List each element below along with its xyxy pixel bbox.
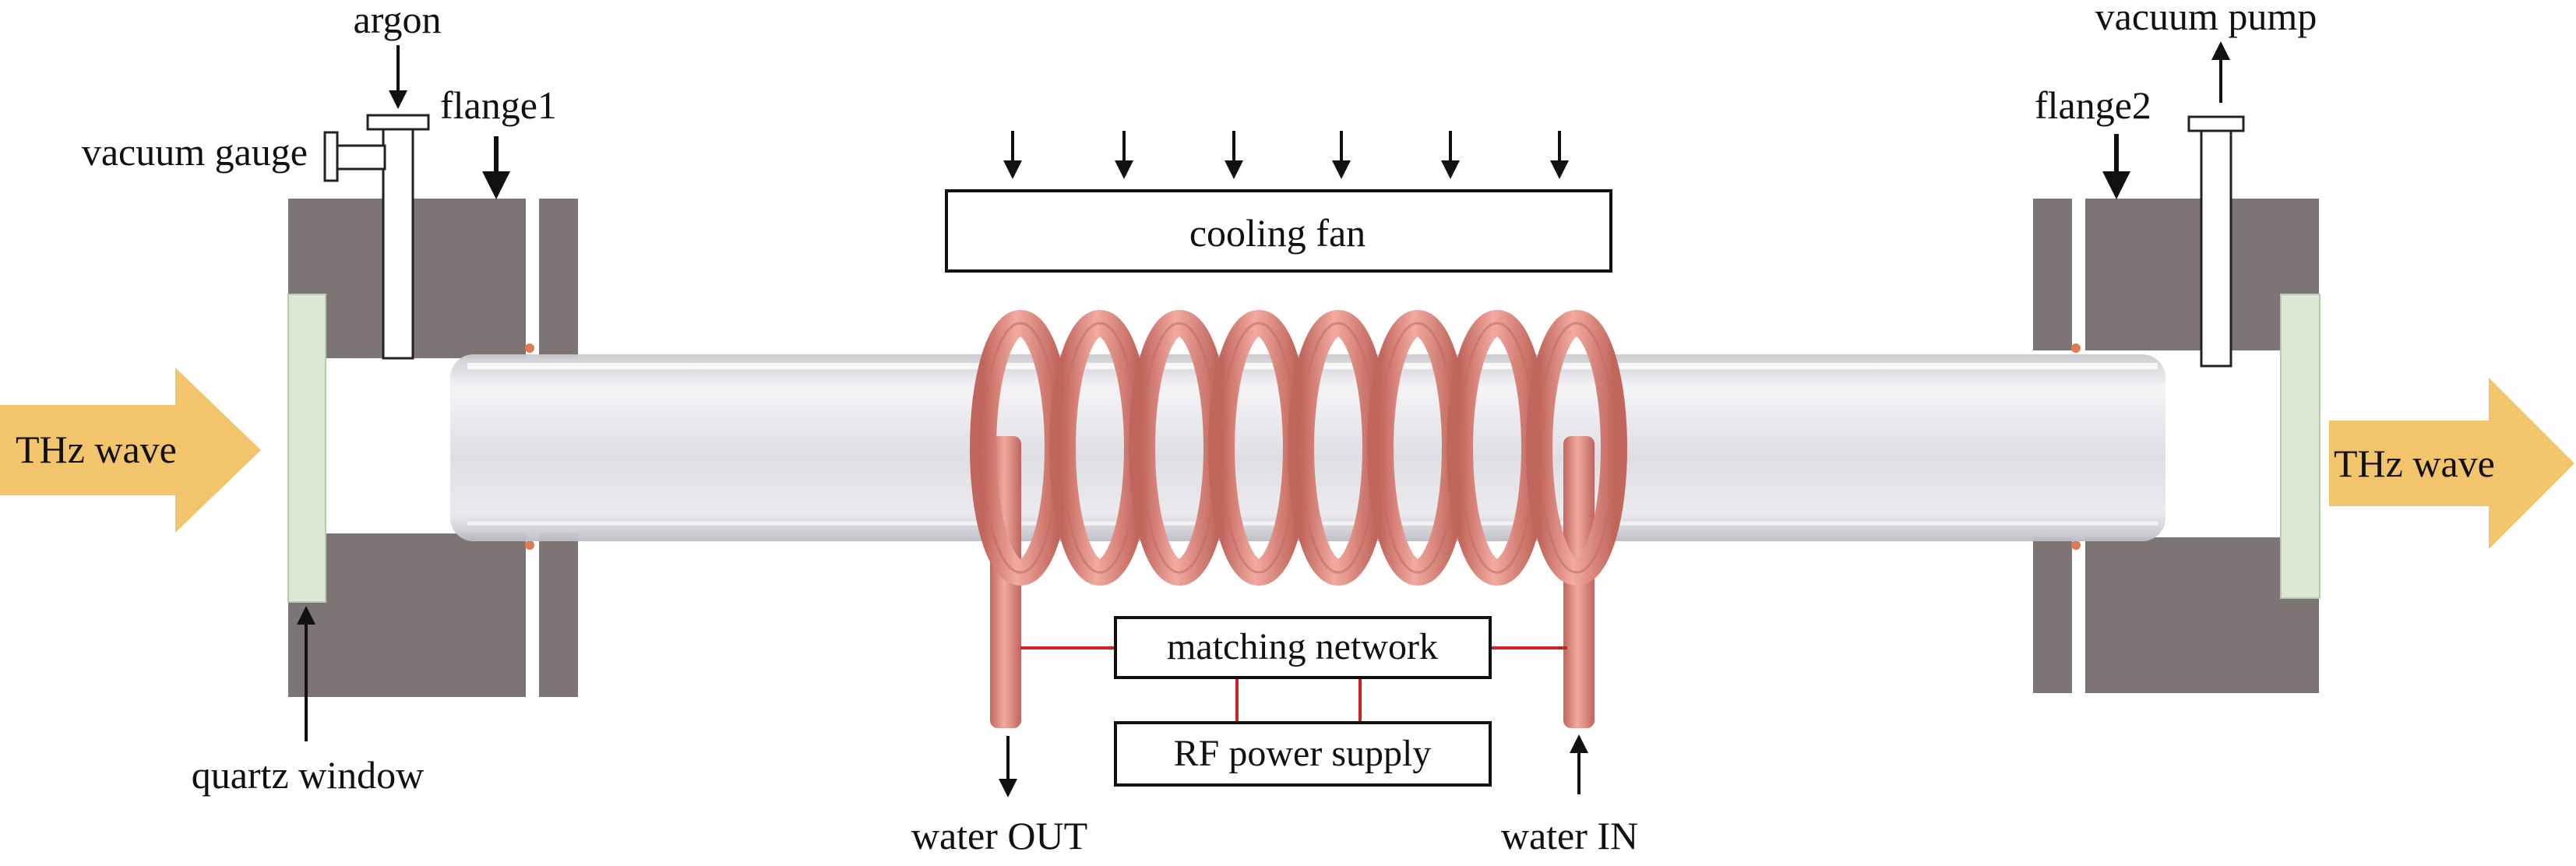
matching-network-box: [1114, 616, 1492, 679]
left-flange-plate-bottom: [539, 533, 578, 697]
thz-wave-out-label: THz wave: [2334, 442, 2495, 485]
right-flange-inner-bottom: [2085, 537, 2206, 693]
o-ring-right-bottom: [2071, 540, 2081, 550]
rf-coil: [970, 310, 1627, 728]
vacuum-pump-pipe: [2200, 127, 2232, 368]
water-out-label: water OUT: [911, 814, 1087, 857]
thz-wave-out-shape: [2329, 378, 2574, 549]
cooling-fan-box: [945, 189, 1612, 273]
thz-wave-out-arrow: THz wave: [2329, 378, 2574, 549]
cooling-fan: cooling fan: [945, 189, 1612, 273]
flange2-label: flange2: [2035, 83, 2151, 127]
flange1-label: flange1: [440, 83, 557, 127]
vacuum-pump-label: vacuum pump: [2095, 0, 2317, 38]
argon-inlet-pipe: [382, 123, 414, 360]
airflow-arrows: [1003, 131, 1569, 179]
right-flange-gap-bottom: [2072, 561, 2085, 666]
vacuum-pump-cap: [2187, 115, 2245, 132]
quartz-window-left: [287, 294, 326, 603]
o-ring-left-bottom: [525, 540, 534, 550]
left-flange-plate-top: [539, 199, 578, 358]
quartz-window-right: [2280, 294, 2321, 599]
thz-wave-in-arrow: THz wave: [0, 368, 261, 533]
right-flange-plate-bottom: [2033, 537, 2072, 693]
rf-power-supply-box: [1114, 721, 1492, 787]
left-flange-inner-bottom: [413, 533, 526, 697]
coil-turn-edge: [1538, 322, 1616, 574]
argon-label: argon: [354, 0, 442, 41]
o-ring-right-top: [2071, 343, 2081, 353]
vacuum-gauge-port: [332, 144, 386, 171]
right-flange-inner-top: [2085, 199, 2206, 350]
right-flange-plate-top: [2033, 199, 2072, 350]
water-in-label: water IN: [1501, 814, 1638, 857]
right-flange-gap-top: [2072, 226, 2085, 327]
flange1-assembly: [287, 114, 578, 697]
thz-wave-in-shape: [0, 368, 261, 533]
vacuum-gauge-label: vacuum gauge: [82, 130, 308, 174]
left-flange-gap-bottom: [526, 561, 539, 666]
thz-wave-in-label: THz wave: [16, 428, 177, 471]
quartz-window-label: quartz window: [192, 753, 425, 797]
vacuum-gauge-cap: [323, 131, 339, 182]
cooling-fan-label: cooling fan: [1189, 211, 1366, 255]
left-flange-gap-top: [526, 226, 539, 331]
argon-inlet-cap: [366, 114, 430, 131]
matching-network-label: matching network: [1167, 626, 1438, 667]
rf-power-supply-label: RF power supply: [1174, 733, 1432, 774]
rf-circuit: matching network RF power supply: [1020, 616, 1567, 787]
o-ring-left-top: [525, 343, 534, 353]
left-flange-inner-top: [413, 199, 526, 358]
